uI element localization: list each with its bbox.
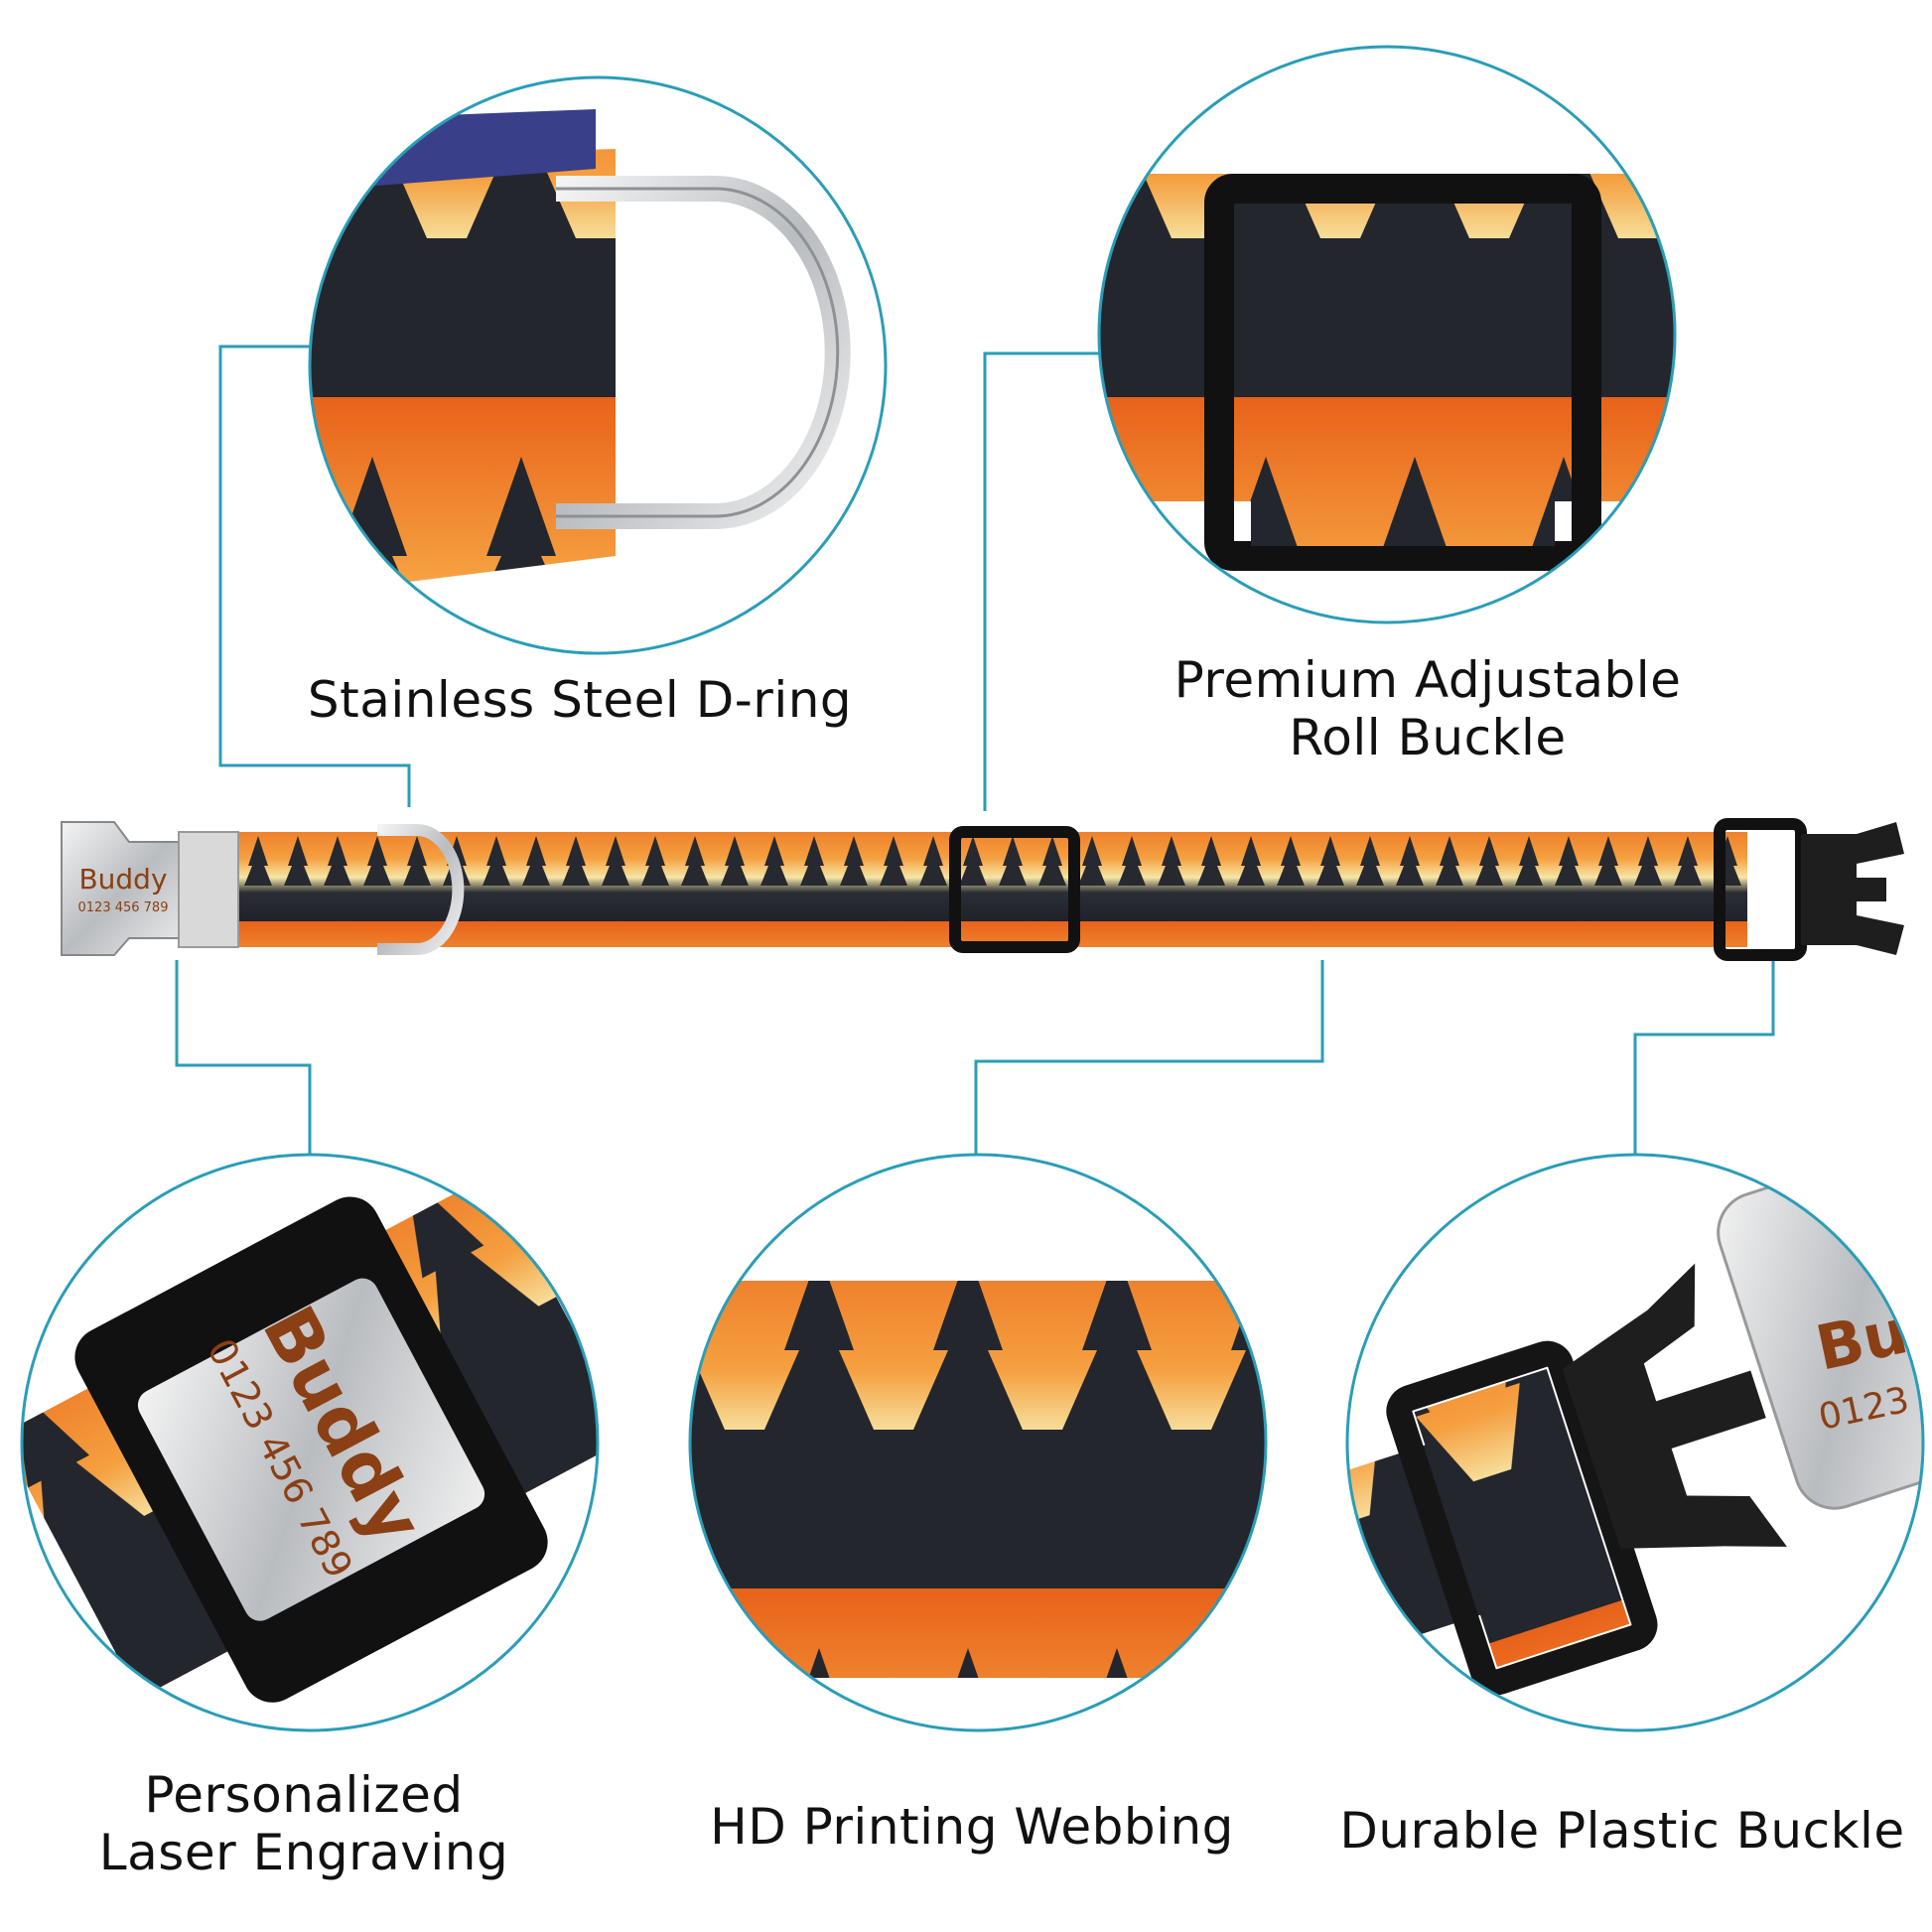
label-line: Durable Plastic Buckle (1339, 1802, 1905, 1860)
feature-label-engraving: Personalized Laser Engraving (99, 1766, 508, 1881)
collar-overview: Buddy 0123 456 789 (61, 818, 1904, 961)
label-line: HD Printing Webbing (710, 1798, 1234, 1856)
d-ring-detail-circle (308, 75, 888, 655)
label-line: Roll Buckle (1289, 709, 1567, 766)
engraving-detail-circle: Buddy 0123 456 789 (20, 1153, 600, 1732)
tag-name: Buddy (78, 863, 167, 896)
feature-label-plastic-buckle: Durable Plastic Buckle (1339, 1802, 1904, 1860)
label-line: Personalized (144, 1766, 464, 1824)
tag-phone: 0123 456 789 (78, 900, 169, 915)
label-line: Laser Engraving (98, 1824, 509, 1881)
label-line: Stainless Steel D-ring (307, 671, 853, 729)
plastic-buckle-detail-circle: Bu 0123 (1345, 1153, 1925, 1732)
roll-buckle-detail-circle (1097, 45, 1677, 624)
feature-label-d-ring: Stainless Steel D-ring (308, 671, 852, 729)
feature-label-roll-buckle: Premium Adjustable Roll Buckle (1174, 651, 1682, 766)
label-line: Premium Adjustable (1173, 651, 1682, 709)
feature-label-webbing: HD Printing Webbing (710, 1798, 1234, 1856)
connector-lines (175, 345, 1775, 1157)
webbing-detail-circle (688, 1153, 1268, 1732)
